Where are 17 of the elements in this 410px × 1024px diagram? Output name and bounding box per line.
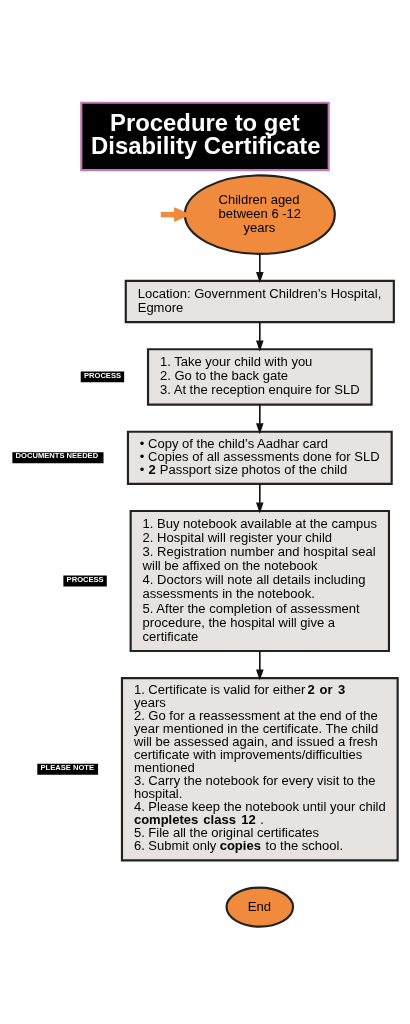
arrow [256,253,264,283]
arrow [256,321,264,352]
node-box: 1. Certificate is valid for either 2 or 3 years 2. Go for a reassessment at the end of the year mentioned in the certificate. The child will be assessed again, and issued a fresh certificate with improvements/difficulties mentioned 3. Carry the notebook for every visit to the hospital. 4. Please keep the notebook until your child completes class 12. 5. File all the original certificates 6. Submit only copies to the school. [120,677,399,862]
arrow [256,403,264,435]
node-ellipse: End [225,886,295,928]
node-ellipse: Children aged between 6 -12 years [183,174,336,255]
node-label: PROCESS [66,574,104,584]
node-box: Location: Government Children’s Hospital, Egmore [124,279,395,324]
node-label: DOCUMENTS NEEDED [15,451,99,461]
node-label: PROCESS [83,370,122,380]
node-label: PLEASE NOTE [40,762,95,772]
arrow [256,483,264,514]
arrow [256,650,264,681]
node-box: 1. Take your child with you 2. Go to the back gate 3. At the reception enquire for SLD [146,348,373,406]
diagram-title: Procedure to get Disability Certificate [91,108,321,160]
node-box: • Copy of the child’s Aadhar card • Copies of all assessments done for SLD • 2 Passport size photos of the child [126,430,393,485]
node-box: 1. Buy notebook available at the campus 2. Hospital will register your child 3. Registration number and hospital seal will be affixed on the notebook 4. Doctors will note all details including assessments in the notebook. 5. After the completion of assessment procedure, the hospital will give a certificate [129,509,391,653]
